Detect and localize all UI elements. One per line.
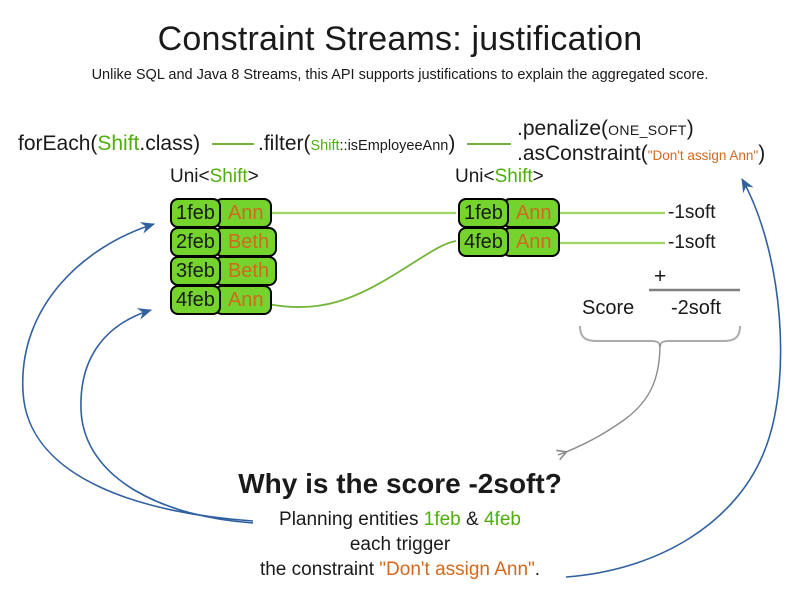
right-stream-header-pre: Uni< (455, 166, 495, 187)
explanation-line3-pre: the constraint (259, 559, 380, 580)
shift-date-cell: 2feb (170, 227, 221, 257)
code-penalize-pre: .penalize( (517, 117, 609, 140)
explanation-entity-1feb: 1feb (423, 509, 461, 530)
code-filter-pre: .filter( (258, 132, 311, 155)
table-row: 2feb Beth (170, 227, 278, 257)
left-stream-header-type: Shift (209, 166, 248, 187)
plus-sign: + (654, 265, 667, 288)
left-stream-header: Uni<Shift> (170, 167, 259, 187)
code-filter-type: Shift (310, 138, 340, 154)
shift-date-cell: 3feb (170, 256, 221, 286)
shift-date-cell: 1feb (458, 198, 509, 228)
score-label: Score (582, 297, 635, 319)
shift-employee-cell: Beth (213, 227, 278, 257)
code-foreach-pre: forEach( (18, 132, 98, 155)
code-filter: .filter(Shift::isEmployeeAnn) (258, 132, 455, 158)
table-row: 4feb Ann (170, 285, 277, 315)
explanation-line-2: each trigger (349, 534, 451, 555)
connector-4feb-left-to-right (267, 240, 457, 309)
code-filter-close: ) (448, 132, 456, 155)
score-total: -2soft (671, 297, 722, 319)
table-row: 4feb Ann (458, 227, 560, 257)
shift-employee-cell: Ann (501, 198, 560, 228)
code-as-constraint-close: ) (758, 142, 766, 165)
shift-date-cell: 4feb (458, 227, 509, 257)
right-stream-table: 1feb Ann 4feb Ann (458, 198, 560, 257)
shift-date-cell: 1feb (170, 198, 221, 228)
explanation-heading: Why is the score -2soft? (238, 468, 562, 499)
code-foreach-type: Shift (97, 132, 140, 155)
table-row: 1feb Ann (170, 198, 277, 228)
left-stream-header-pre: Uni< (170, 166, 210, 187)
code-penalize-arg: ONE_SOFT (608, 122, 687, 138)
right-stream-header-type: Shift (494, 166, 533, 187)
explanation-constraint-name: "Don't assign Ann" (379, 559, 535, 580)
code-foreach: forEach(Shift.class) (18, 132, 200, 156)
shift-date-cell: 4feb (170, 285, 221, 315)
explanation-line1-pre: Planning entities (279, 509, 424, 530)
code-as-constraint-pre: .asConstraint( (517, 142, 648, 165)
shift-employee-cell: Beth (213, 256, 278, 286)
explanation-entity-4feb: 4feb (483, 509, 521, 530)
code-penalize: .penalize(ONE_SOFT) (517, 117, 694, 142)
code-filter-post: ::isEmployeeAnn (339, 138, 449, 154)
right-stream-header-post: > (532, 166, 544, 187)
left-stream-table: 1feb Ann 2feb Beth 3feb Beth 4feb Ann (170, 198, 278, 315)
code-as-constraint-arg: "Don't assign Ann" (647, 148, 759, 163)
page-subtitle: Unlike SQL and Java 8 Streams, this API … (91, 67, 709, 83)
explanation-line-1: Planning entities 1feb & 4feb (0, 507, 800, 532)
left-stream-header-post: > (247, 166, 259, 187)
explanation-line3-post: . (534, 559, 541, 580)
code-penalize-close: ) (686, 117, 694, 140)
explanation-body: Planning entities 1feb & 4feb each trigg… (0, 507, 800, 582)
table-row: 1feb Ann (458, 198, 560, 228)
shift-employee-cell: Ann (501, 227, 560, 257)
explanation-ampersand: & (460, 509, 484, 530)
score-row-1: -1soft (668, 202, 716, 223)
page-title: Constraint Streams: justification (157, 20, 643, 58)
explanation-line-3: the constraint "Don't assign Ann". (0, 557, 800, 582)
code-foreach-post: .class) (139, 132, 201, 155)
shift-employee-cell: Ann (213, 198, 272, 228)
code-as-constraint: .asConstraint("Don't assign Ann") (517, 142, 765, 168)
table-row: 3feb Beth (170, 256, 278, 286)
shift-employee-cell: Ann (213, 285, 272, 315)
score-row-2: -1soft (668, 232, 716, 253)
score-brace (579, 325, 741, 348)
right-stream-header: Uni<Shift> (455, 167, 544, 187)
gray-arrow-to-heading (558, 343, 661, 455)
